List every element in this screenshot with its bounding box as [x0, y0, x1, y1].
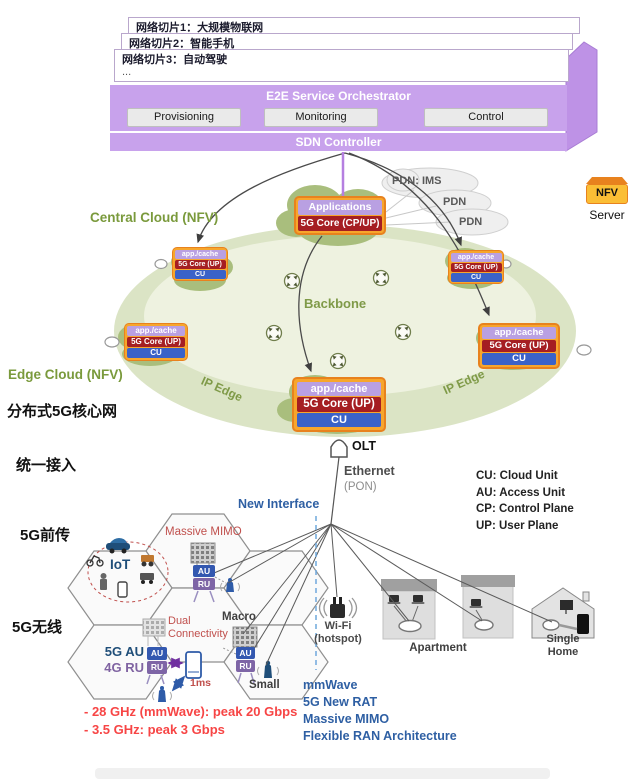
iot-label: IoT [110, 557, 131, 572]
single-home-icon [531, 587, 595, 639]
label-unified-access: 统一接入 [16, 457, 77, 474]
access-fan-lines [213, 523, 553, 666]
mm-ru-box: RU [193, 578, 215, 590]
callout-bubbles [104, 258, 592, 356]
feature-mmwave: mmWave [303, 678, 358, 692]
nfv-server-legend-box: NFV [586, 184, 628, 204]
dual-link-arrow-5g [171, 675, 186, 692]
hotspot-label: (hotspot) [314, 633, 362, 645]
e2e-orchestrator-title: E2E Service Orchestrator [266, 89, 411, 103]
macro-label: Macro [222, 611, 256, 623]
node-central-top: Applications 5G Core (CP/UP) [294, 196, 386, 235]
feature-list: mmWave 5G New RAT Massive MIMO Flexible … [303, 677, 457, 745]
abbrev-au: AU: Access Unit [476, 486, 566, 499]
nfv-server-legend-label: Server [589, 208, 625, 222]
olt-label: OLT [352, 439, 377, 453]
sdn-control-arrows [196, 152, 490, 373]
spec-28ghz: - 28 GHz (mmWave): peak 20 Gbps [84, 704, 298, 719]
wifi-label: Wi-Fi [324, 620, 352, 632]
abbrev-up: UP: User Plane [476, 519, 559, 532]
pon-label: (PON) [344, 481, 377, 493]
small-cell-icon-1 [220, 578, 240, 592]
olt-icon [330, 439, 348, 458]
bottom-strip [95, 768, 550, 779]
apartment-label: Apartment [409, 642, 467, 654]
feature-newrat: 5G New RAT [303, 695, 378, 709]
slice-1-label: 网络切片1：大规模物联网 [136, 22, 264, 34]
pdn-ims-label: PDN: IMS [392, 175, 442, 187]
dual-ru-box: RU [147, 661, 167, 674]
monitoring-button: Monitoring [264, 108, 378, 127]
sdn-controller-bar: SDN Controller [110, 133, 567, 151]
feature-ran: Flexible RAN Architecture [303, 729, 457, 743]
platform-side-face [565, 41, 598, 152]
slice-3-label: 网络切片3：自动驾驶 [122, 54, 228, 66]
macro-ru-box: RU [236, 660, 255, 672]
iot-group [86, 538, 169, 603]
edge-cloud-label: Edge Cloud (NFV) [8, 367, 123, 382]
slice-card-1: 网络切片1：大规模物联网 [128, 17, 580, 34]
node-edge-upper-right: app./cache 5G Core (UP) CU [448, 250, 504, 284]
slice-card-2: 网络切片2：智能手机 [121, 33, 573, 50]
tractor-icon [141, 555, 154, 567]
backbone-label: Backbone [304, 296, 367, 311]
abbrev-cp: CP: Control Plane [476, 503, 574, 515]
node-edge-upper-left: app./cache 5G Core (UP) CU [172, 247, 228, 281]
dual-au-box: AU [147, 647, 167, 660]
label-distributed-core: 分布式5G核心网 [7, 403, 118, 420]
abbrev-legend: CU: Cloud Unit AU: Access Unit CP: Contr… [476, 468, 574, 534]
dual-antenna-icon [142, 618, 166, 685]
single-home-label: Single Home [546, 633, 580, 658]
pdn-label-3: PDN [459, 216, 483, 228]
truck-icon [140, 573, 154, 584]
new-interface-label: New Interface [238, 497, 320, 511]
applications-bar: Applications [298, 200, 382, 215]
small-label: Small [249, 679, 280, 691]
ue-phone-icon [185, 651, 202, 679]
small-cell-icon-2 [152, 686, 172, 702]
label-5g-au: 5G AU [104, 644, 144, 659]
apartment-building-1 [381, 579, 437, 640]
node-edge-lower-right: app./cache 5G Core (UP) CU [478, 323, 560, 369]
node-edge-lower-left: app./cache 5G Core (UP) CU [124, 323, 188, 361]
mm-au-box: AU [193, 565, 215, 577]
feature-mimo: Massive MIMO [303, 712, 390, 726]
slice-more-label: ... [122, 66, 132, 78]
spec-35ghz: - 3.5 GHz: peak 3 Gbps [84, 722, 225, 737]
label-5g-wireless: 5G无线 [12, 619, 63, 636]
nfv-legend-text: NFV [596, 187, 618, 199]
slice-card-3: 网络切片3：自动驾驶 ... [114, 49, 569, 82]
node-central-main: app./cache 5G Core (UP) CU [292, 377, 386, 432]
massive-mimo-label: Massive MIMO [165, 526, 242, 538]
latency-label: 1ms [190, 677, 212, 689]
label-5g-fronthaul: 5G前传 [20, 527, 71, 544]
car-icon [106, 538, 130, 554]
ethernet-link [330, 456, 340, 525]
control-button: Control [424, 108, 548, 127]
motorcycle-icon [86, 555, 104, 567]
phone-icon-iot [117, 581, 128, 598]
dual-connectivity-label: Dual Connectivity [168, 615, 228, 640]
sdn-controller-label: SDN Controller [295, 135, 382, 149]
wifi-hotspot-icon [318, 597, 358, 619]
abbrev-cu: CU: Cloud Unit [476, 470, 558, 482]
macro-au-box: AU [236, 647, 255, 659]
slice-2-label: 网络切片2：智能手机 [129, 38, 235, 50]
label-4g-ru: 4G RU [104, 660, 144, 675]
pdn-label-2: PDN [443, 196, 467, 208]
central-cloud-label: Central Cloud (NFV) [90, 210, 219, 225]
core-cpup-bar: 5G Core (CP/UP) [298, 216, 382, 231]
apartment-building-2 [461, 575, 515, 639]
provisioning-button: Provisioning [127, 108, 241, 127]
robot-icon [100, 573, 107, 590]
ethernet-label: Ethernet [344, 464, 395, 478]
nfv-server-top-face [586, 177, 628, 184]
